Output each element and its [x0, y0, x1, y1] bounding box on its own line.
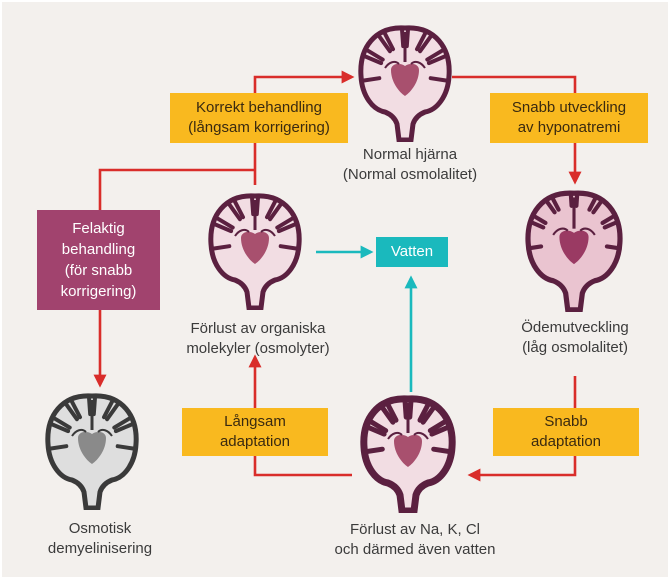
- arrow-wrong-treatment-to-demyelination: [93, 168, 255, 388]
- arrow-ion-loss-to-organic-loss: [248, 354, 352, 477]
- brain-shrunk-icon: [360, 395, 456, 513]
- arrow-normal-to-edema: [452, 75, 582, 185]
- brain-swollen-icon: [525, 190, 623, 312]
- box-correct-treatment: Korrekt behandling (långsam korrigering): [170, 93, 348, 143]
- brain-normal-icon: [208, 193, 302, 310]
- label-demyelination: Osmotisk demyelinisering: [47, 520, 153, 557]
- label-ion-loss: Förlust av Na, K, Cl och därmed även vat…: [334, 521, 496, 558]
- label-organic-loss: Förlust av organiska molekyler (osmolyte…: [186, 320, 330, 357]
- box-rapid-adaptation: Snabb adaptation: [493, 408, 639, 456]
- box-rapid-hyponatremia: Snabb utveckling av hyponatremi: [490, 93, 648, 143]
- box-water: Vatten: [376, 237, 448, 267]
- arrow-slow-correction-to-normal: [253, 70, 355, 185]
- box-wrong-treatment: Felaktig behandling (för snabb korrigeri…: [37, 210, 160, 310]
- box-slow-adaptation: Långsam adaptation: [182, 408, 328, 456]
- brain-normal-icon: [358, 25, 452, 142]
- brain-demyelinated-icon: [45, 393, 139, 510]
- label-edema: Ödemutveckling (låg osmolalitet): [521, 319, 629, 356]
- label-normal-brain: Normal hjärna (Normal osmolalitet): [342, 146, 478, 183]
